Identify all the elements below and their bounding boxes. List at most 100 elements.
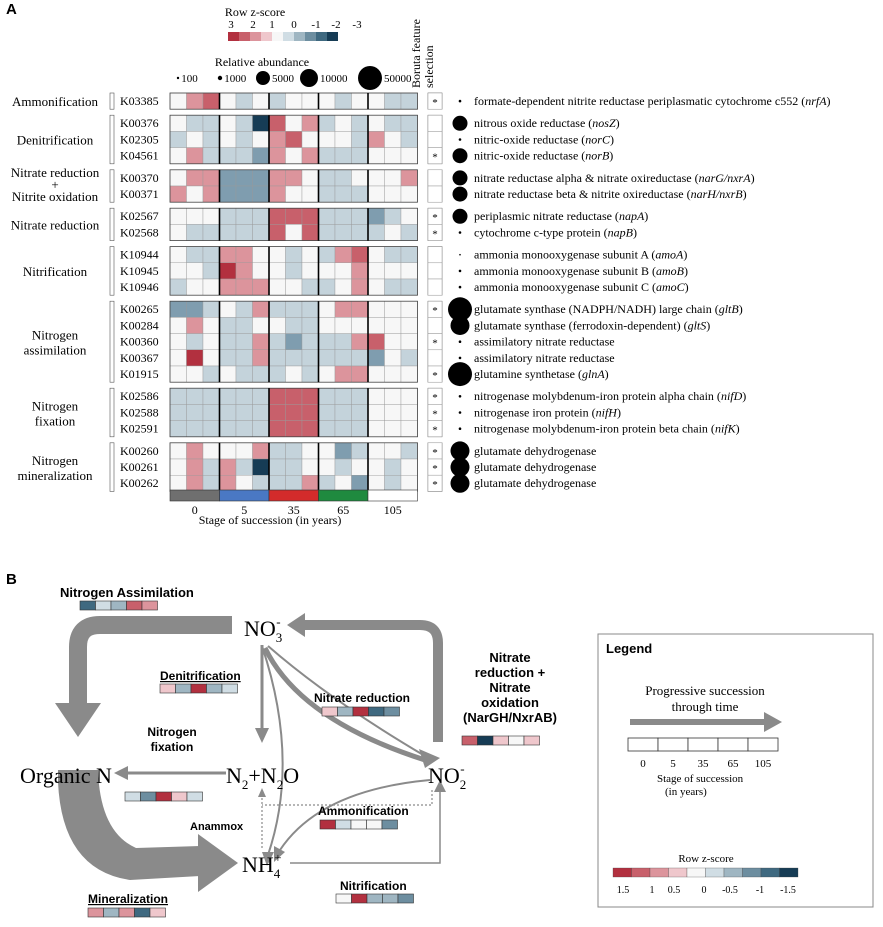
heatmap-cell: [252, 365, 270, 383]
abundance-legend-dot: [176, 76, 180, 80]
fixation-zscore-cell: [140, 791, 157, 802]
heatmap-cell: [169, 278, 187, 296]
heatmap-cell: [186, 185, 204, 203]
heatmap-cell: [285, 224, 303, 241]
heatmap-cell: [367, 458, 385, 476]
heatmap-cell: [400, 442, 418, 460]
ko-label: K02567: [120, 209, 159, 223]
heatmap-cell: [235, 262, 253, 280]
heatmap-cell: [235, 185, 253, 203]
heatmap-cell: [186, 224, 204, 241]
abundance-dot: [448, 297, 472, 322]
heatmap-cell: [334, 458, 352, 476]
heatmap-cell: [235, 420, 253, 438]
heatmap-cell: [367, 442, 385, 460]
heatmap-cell: [384, 317, 402, 334]
heatmap-cell: [351, 442, 369, 460]
heatmap-cell: [400, 388, 418, 405]
heatmap-cell: [334, 420, 352, 438]
ko-label: K02305: [120, 132, 159, 146]
heatmap-cell: [285, 458, 303, 476]
heatmap-cell: [318, 420, 336, 438]
boruta-cell: [427, 185, 443, 203]
heatmap-cell: [268, 404, 286, 421]
heatmap-cell: [169, 333, 187, 351]
heatmap-cell: [351, 333, 369, 351]
heatmap-cell: [384, 333, 402, 351]
heatmap-cell: [219, 207, 237, 225]
heatmap-cell: [169, 114, 187, 132]
legend-zscore-swatch: [631, 867, 651, 878]
node-nh4: NH4+: [242, 850, 282, 881]
group-bracket: [109, 300, 115, 383]
heatmap-cell: [186, 92, 204, 110]
heatmap-cell: [400, 169, 418, 187]
zscore-swatch: [294, 32, 305, 41]
assimilation-zscore-cell: [79, 600, 96, 611]
abundance-dots: [448, 99, 472, 493]
heatmap-cell: [219, 147, 237, 165]
heatmap-cell: [301, 475, 319, 492]
abundance-dot: [458, 231, 462, 234]
nitrate-reduction-zscore-cell: [321, 706, 338, 717]
node-no2: NO2-: [428, 761, 466, 792]
heatmap-cell: [169, 301, 187, 318]
gene-description: formate-dependent nitrite reductase peri…: [474, 94, 831, 108]
heatmap-cell: [202, 442, 220, 460]
heatmap-cell: [285, 301, 303, 318]
ammonification-zscore-cell: [350, 819, 367, 830]
abundance-legend-value: 50000: [384, 73, 412, 85]
heatmap-cell: [235, 92, 253, 110]
heatmap-cell: [384, 185, 402, 203]
heatmap-cell: [367, 317, 385, 334]
heatmap-cell: [268, 458, 286, 476]
stage-color-box: [318, 489, 369, 502]
heatmap-cell: [219, 92, 237, 110]
heatmap-cell: [219, 365, 237, 383]
heatmap-cell: [186, 404, 204, 421]
legend-arrow-head: [764, 712, 782, 732]
legend-axis-line1: Stage of succession: [657, 773, 744, 785]
heatmap-cell: [202, 365, 220, 383]
abundance-legend-dot: [358, 66, 382, 90]
heatmap-cell: [252, 442, 270, 460]
panel-b-label: B: [6, 571, 17, 588]
heatmap-cell: [384, 388, 402, 405]
heatmap-cell: [235, 349, 253, 367]
heatmap-cell: [301, 388, 319, 405]
boruta-mark: *: [432, 152, 438, 164]
heatmap-cell: [318, 365, 336, 383]
anammox-arrowhead: [258, 788, 266, 797]
heatmap-cell: [384, 92, 402, 110]
panel-a-label: A: [6, 1, 17, 18]
ammonification-zscore-cell: [366, 819, 383, 830]
heatmap-cell: [186, 420, 204, 438]
group-label: Nitrite oxidation: [12, 189, 99, 204]
heatmap-cell: [367, 207, 385, 225]
heatmap-cell: [384, 278, 402, 296]
group-label: Nitrogen: [32, 328, 79, 343]
abundance-dot: [458, 427, 462, 431]
legend-stage-tick: 5: [670, 758, 676, 770]
nitrate-reduction-zscore-cell: [337, 706, 354, 717]
abundance-legend-dot: [217, 75, 223, 81]
heatmap-cell: [301, 246, 319, 264]
ko-label: K02588: [120, 405, 159, 419]
denitrification-zscore-cell: [190, 683, 207, 694]
heatmap-cell: [219, 114, 237, 132]
heatmap-cell: [367, 169, 385, 187]
heatmap-cell: [252, 224, 270, 241]
narg-arrow: [305, 620, 443, 742]
heatmap-cell: [202, 458, 220, 476]
heatmap-cell: [285, 147, 303, 165]
heatmap-cell: [268, 114, 286, 132]
heatmap-cell: [301, 442, 319, 460]
heatmap-cell: [301, 301, 319, 318]
stage-tick: 65: [337, 503, 349, 517]
abundance-dot: [458, 138, 462, 141]
heatmap-cell: [318, 114, 336, 132]
legend-stage-tick: 35: [698, 758, 710, 770]
ammonification-arrow-2: [279, 779, 431, 851]
abundance-dot: [458, 285, 462, 289]
